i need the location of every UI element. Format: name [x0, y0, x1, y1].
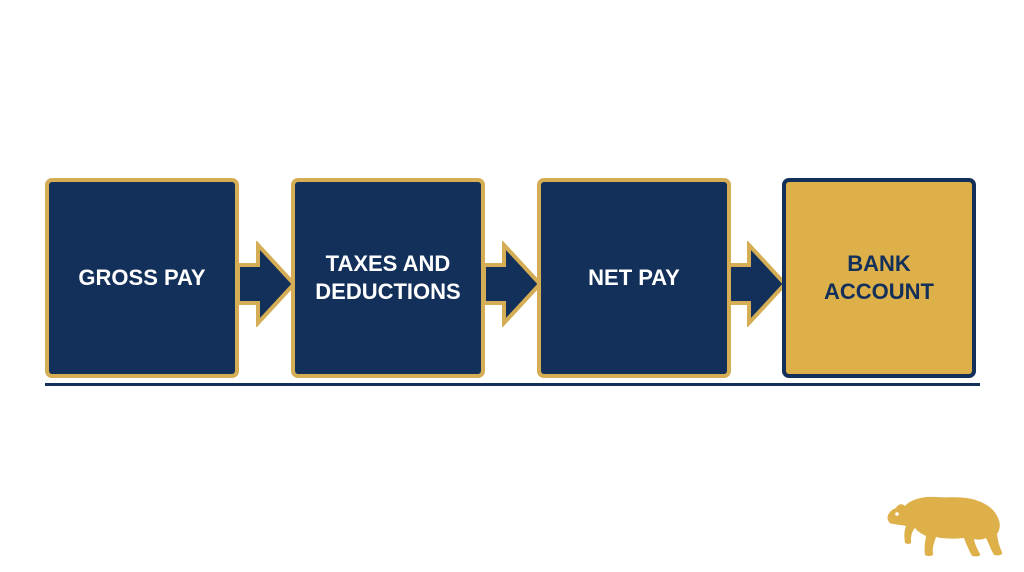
flow-step-label: TAXES AND DEDUCTIONS	[315, 251, 461, 304]
bear-logo-icon	[887, 496, 1003, 557]
flow-step-gross-pay: GROSS PAY	[45, 178, 239, 378]
right-arrow-icon	[238, 241, 297, 327]
flow-step-label: NET PAY	[588, 265, 680, 290]
right-arrow-icon	[729, 241, 788, 327]
flow-step-label: BANK ACCOUNT	[824, 251, 934, 304]
flow-step-bank-account: BANK ACCOUNT	[782, 178, 976, 378]
right-arrow-icon	[484, 241, 543, 327]
flow-step-taxes-and-deductions: TAXES AND DEDUCTIONS	[291, 178, 485, 378]
flow-step-label: GROSS PAY	[78, 265, 206, 290]
flow-step-net-pay: NET PAY	[537, 178, 731, 378]
baseline-divider	[45, 383, 980, 386]
